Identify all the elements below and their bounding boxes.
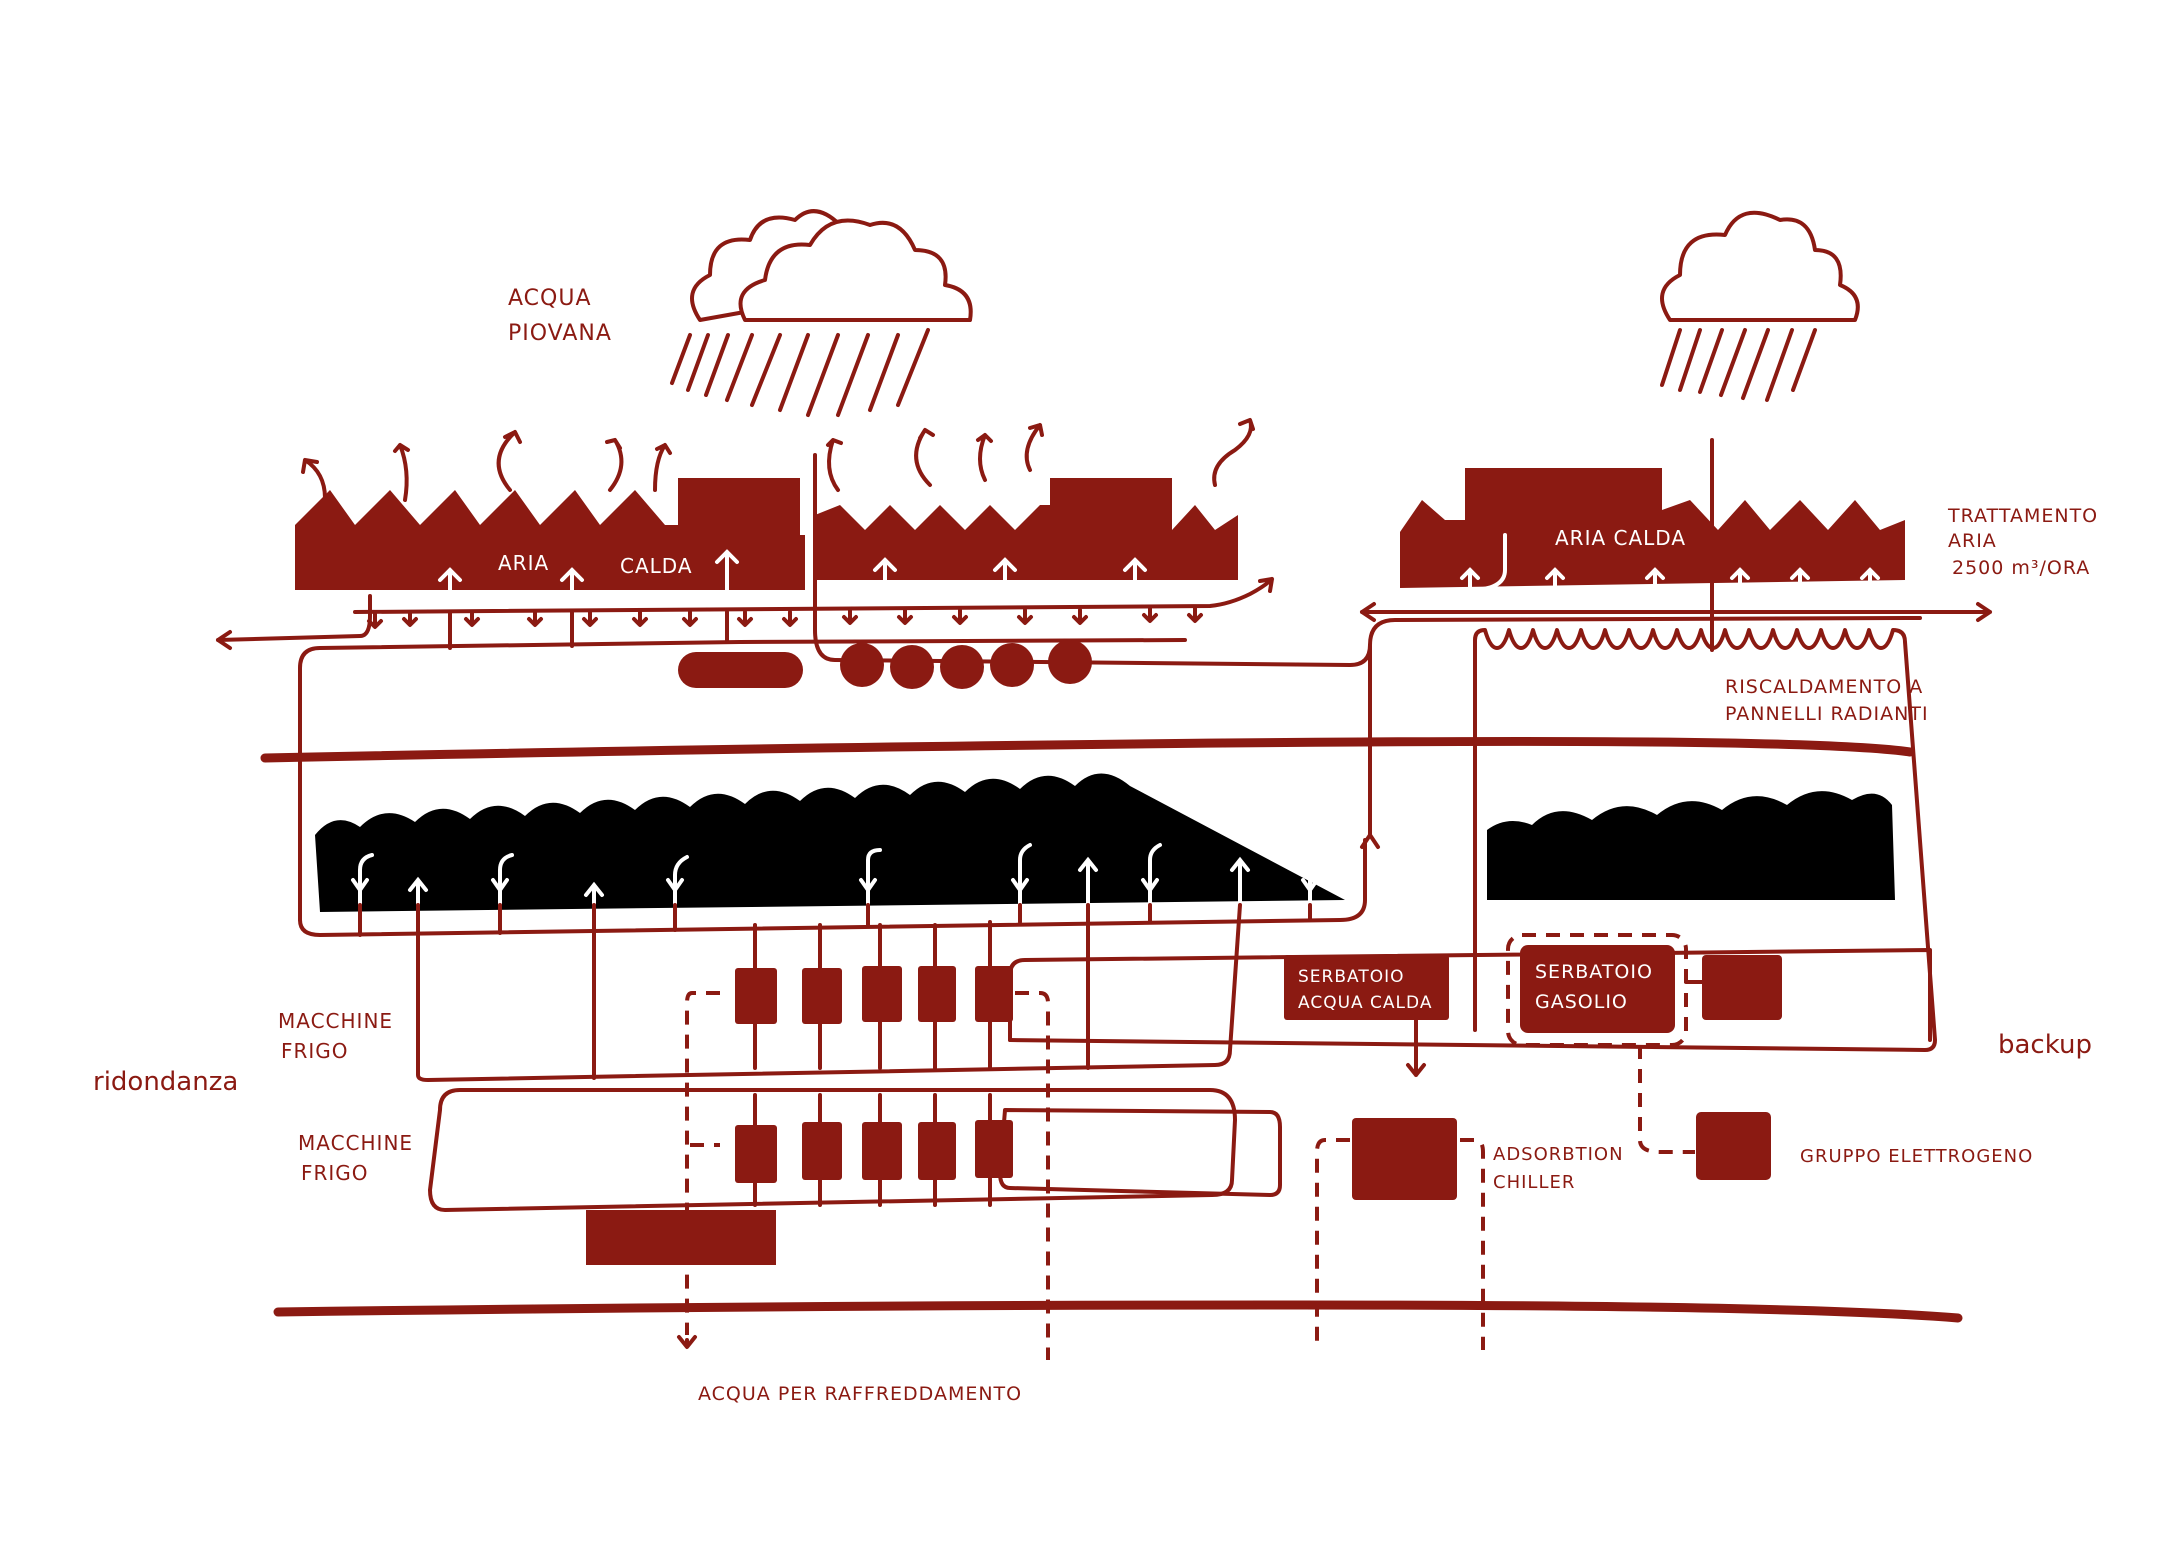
hot-air-label-2: CALDA [620,554,693,578]
diesel-tank-label-2: GASOLIO [1535,991,1628,1013]
hot-air-arrows [438,533,1880,614]
rain-cloud-icon [1660,210,1860,402]
absorption-chiller-label-1: ADSORBTION [1493,1144,1624,1165]
arrow-down-icon [677,1335,697,1349]
water-tanks [840,640,1092,689]
down-arrows [367,606,1203,629]
chillers-top-label-2: FRIGO [281,1039,349,1063]
rain-water-label-1: ACQUA [508,286,592,311]
server-return-pipe [298,838,1367,937]
floor-slab-upper [260,736,1915,763]
air-return-line [216,594,372,642]
building-middle [815,478,1238,580]
cooling-loop [813,628,1372,837]
air-treatment-label-3: 2500 m³/ORA [1952,557,2090,579]
hot-aisle-loop [298,638,1187,922]
air-supply-right [1368,616,1922,647]
exhaust-arrow-icon [301,418,1255,502]
generator [1696,1112,1771,1180]
air-supply-line [353,577,1274,614]
server-row-main [315,773,1345,912]
radiant-heating-label-1: RISCALDAMENTO A [1725,676,1923,698]
diesel-tank-label-1: SERBATOIO [1535,961,1653,983]
cooling-water-dashed-return [1015,991,1050,1360]
building-left [295,478,805,590]
hot-water-tank-label-2: ACQUA CALDA [1298,993,1432,1013]
absorption-chiller [1352,1118,1457,1200]
chiller-loop-inner [998,1108,1282,1197]
radiant-panel-coil [1008,628,1937,1052]
generator-label: GRUPPO ELETTROGENO [1800,1146,2033,1167]
floor-slab-lower [273,1300,1963,1323]
rain-water-label-2: PIOVANA [508,321,612,346]
hot-water-tank-label-1: SERBATOIO [1298,967,1404,987]
diesel-tank [1520,945,1675,1033]
backup-unit [1702,955,1782,1020]
storage-tank [678,652,803,688]
absorption-chiller-label-2: CHILLER [1493,1172,1575,1193]
rain-cloud-icon [670,209,973,417]
air-treatment-label-2: ARIA [1948,530,1997,552]
server-row-backup [1487,791,1895,900]
hot-air-label-1: ARIA [498,551,549,575]
hot-water-tank [1284,955,1449,1020]
arrow-left-icon [216,630,232,650]
redundancy-label: ridondanza [93,1067,238,1097]
hot-air-label-right: ARIA CALDA [1555,526,1686,550]
cooling-water-dashed [685,991,720,1335]
radiant-heating-label-2: PANNELLI RADIANTI [1725,703,1929,725]
chillers-top-label-1: MACCHINE [278,1009,393,1033]
chillers-bottom-label-2: FRIGO [301,1161,369,1185]
chiller-loop-bottom [428,1088,1237,1212]
air-treatment-label-1: TRATTAMENTO [1947,505,2098,527]
arrow-right-icon [1360,602,1992,622]
chiller-row-top [735,920,1013,1070]
cooling-tower-block [586,1210,776,1265]
cooling-water-label: ACQUA PER RAFFREDDAMENTO [698,1383,1022,1405]
backup-label: backup [1998,1030,2092,1060]
building-right [1400,468,1905,588]
diesel-tank-containment [1506,933,1688,1047]
server-airflow-arrows [353,843,1319,905]
chillers-bottom-label-1: MACCHINE [298,1131,413,1155]
chiller-row-bottom [735,1093,1013,1207]
